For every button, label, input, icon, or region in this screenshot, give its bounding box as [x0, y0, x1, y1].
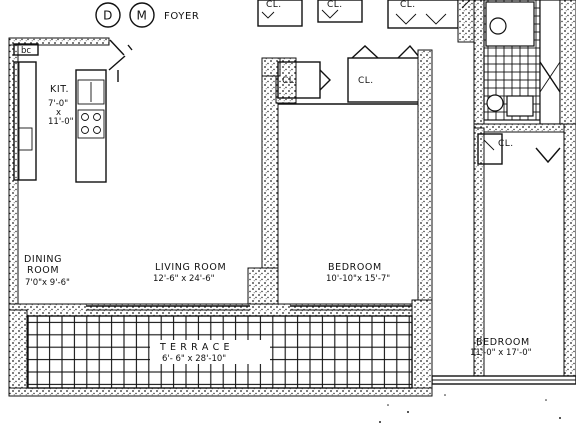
- foyer-area: D M FOYER: [95, 2, 199, 28]
- north-wall-kitchen: [8, 37, 110, 46]
- dining-room-dim: 7'0"x 9'-6": [25, 278, 70, 288]
- foyer-label: FOYER: [164, 11, 199, 22]
- toilet-icon: [486, 94, 504, 112]
- door-marker-d-icon: [95, 2, 121, 28]
- bedroom2-east-wall: [563, 123, 576, 385]
- dining-room-label-2: ROOM: [27, 265, 59, 276]
- terrace-label: T E R R A C E: [159, 342, 230, 353]
- closet-door-a: [319, 69, 331, 91]
- refrigerator-icon: [77, 79, 105, 105]
- bathroom: [473, 0, 576, 129]
- bedroom2-label: BEDROOM: [476, 337, 530, 348]
- badge-m: M: [137, 9, 148, 23]
- kitchen-dim-2: 11'-0": [48, 117, 74, 127]
- closet-door-b: [351, 45, 379, 59]
- badge-d: D: [103, 9, 113, 23]
- stove-icon: [77, 109, 105, 139]
- closet-label-3: CL.: [266, 0, 282, 10]
- top-closets: CL. CL. CL.: [257, 0, 481, 43]
- closet-wall-a: [275, 57, 297, 104]
- bedroom1-east-wall: [417, 49, 433, 301]
- bedroom1-dim: 10'-10"x 15'-7": [326, 274, 390, 284]
- door-marker-m-icon: [129, 2, 155, 28]
- bedroom1-label: BEDROOM: [328, 262, 382, 273]
- living-room-label: LIVING ROOM: [155, 262, 226, 273]
- bedroom2-closet: [477, 133, 503, 165]
- dining-room-label-1: DINING: [24, 254, 62, 265]
- column-center: [247, 267, 279, 309]
- sink-icon: [17, 127, 33, 151]
- closet-label-1: CL.: [282, 76, 298, 86]
- kitchen: bc KIT. 7'-0" x 11'-0": [13, 39, 125, 183]
- broom-closet-label: bc: [21, 46, 31, 56]
- kitchen-dim-1: 7'-0": [48, 99, 68, 109]
- kitchen-label: KIT.: [50, 84, 69, 95]
- vanity-icon: [506, 95, 534, 117]
- closet-door-c: [397, 44, 421, 59]
- closet-label-4: CL.: [327, 0, 343, 10]
- kitchen-door-swing: [109, 39, 125, 56]
- broom-closet: [13, 43, 39, 56]
- bedroom2: CL. BEDROOM 11'-0" x 17'-0": [431, 123, 576, 385]
- kitchen-dim-x: x: [56, 108, 61, 118]
- bedroom2-dim: 11'-0" x 17'-0": [470, 348, 532, 358]
- closet-label-6: CL.: [498, 139, 514, 149]
- closet-label-5: CL.: [400, 0, 416, 10]
- living-room-dim: 12'-6" x 24'-6": [153, 274, 215, 284]
- closet-label-2: CL.: [358, 76, 374, 86]
- kitchen-counter-left: [13, 61, 37, 181]
- bedroom2-closet-door: [535, 147, 561, 164]
- terrace: T E R R A C E 6'- 6" x 28'-10": [8, 299, 433, 397]
- bedroom1-closet-a: [277, 61, 321, 99]
- kitchen-counter-right: [75, 69, 107, 183]
- terrace-dim: 6'- 6" x 28'-10": [162, 354, 226, 364]
- scan-marks: [379, 394, 561, 423]
